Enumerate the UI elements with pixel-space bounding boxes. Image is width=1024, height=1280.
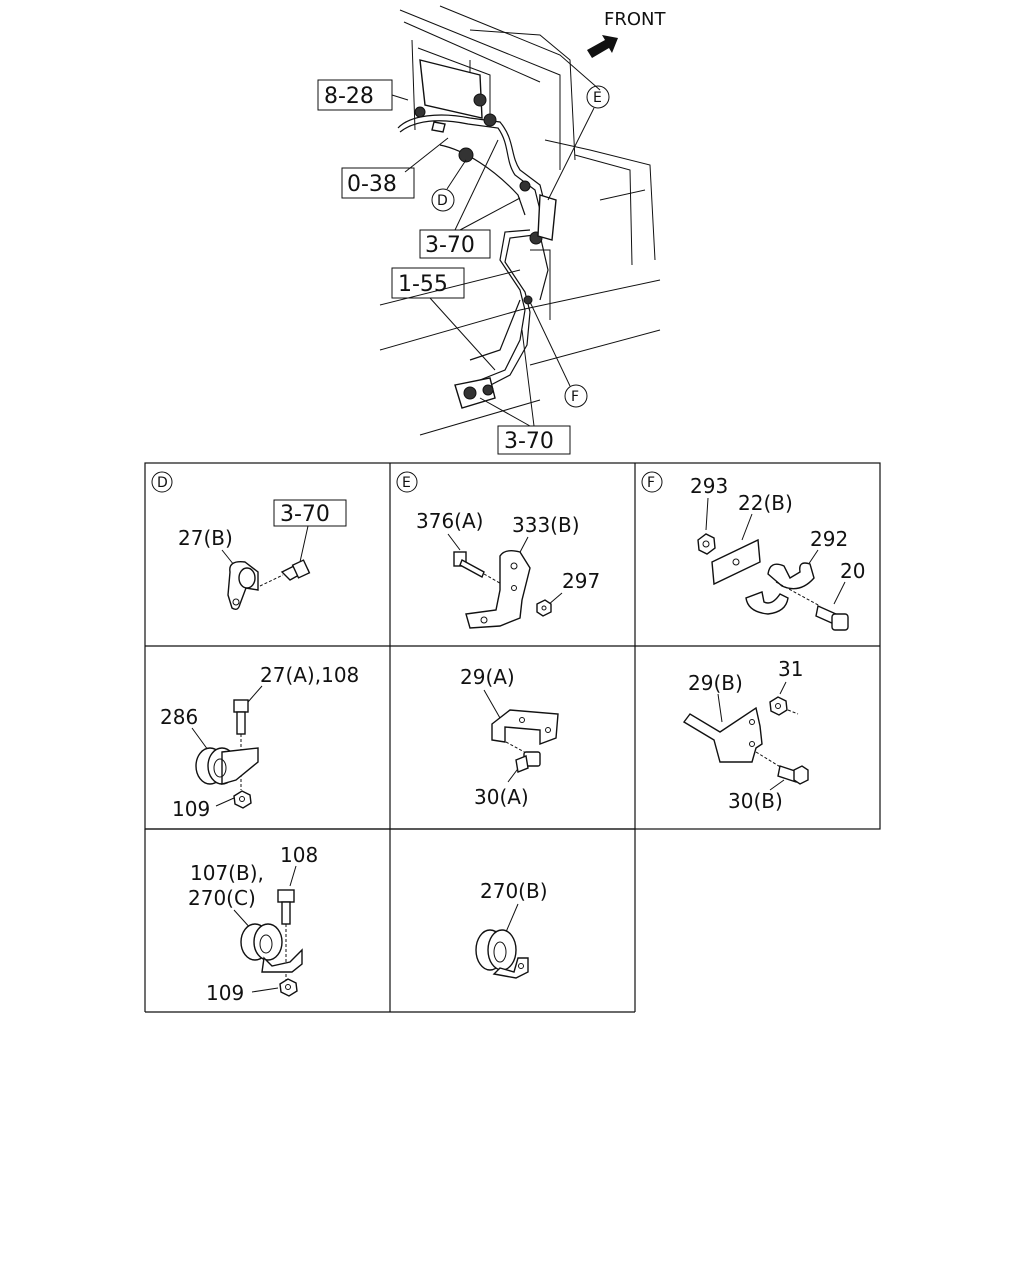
label-108: 108: [280, 843, 318, 867]
label-22b: 22(B): [738, 491, 793, 515]
detail-cell-r2c1: 27(A),108 286 109: [160, 663, 359, 821]
svg-text:3-70: 3-70: [280, 502, 330, 527]
label-30b: 30(B): [728, 789, 783, 813]
ref-box-3-70-lower[interactable]: 3-70: [497, 425, 571, 455]
detail-cell-r2c3: 29(B) 31 30(B): [682, 657, 809, 813]
detail-marker-f: F: [647, 475, 655, 491]
label-30a: 30(A): [474, 785, 529, 809]
label-27a-108: 27(A),108: [260, 663, 359, 687]
label-293: 293: [690, 474, 728, 498]
clip-27b-icon: [227, 561, 259, 611]
label-270c: 270(C): [188, 886, 256, 910]
detail-cell-r2c2: 29(A) 30(A): [460, 665, 559, 809]
callout-f[interactable]: F: [564, 384, 588, 408]
detail-cell-r3c2: 270(B): [475, 879, 548, 979]
nut-109-icon: [233, 790, 252, 809]
label-109-lower: 109: [206, 981, 244, 1005]
bracket-29b-icon: [682, 706, 763, 763]
callout-e[interactable]: E: [586, 85, 610, 109]
label-31: 31: [778, 657, 803, 681]
ref-box-3-70-detail[interactable]: [273, 499, 347, 527]
label-29b: 29(B): [688, 671, 743, 695]
label-20: 20: [840, 559, 865, 583]
bolt-30b-icon: [755, 751, 809, 785]
nut-293-icon: [697, 533, 716, 555]
bolt-376a-icon: [453, 551, 506, 587]
svg-text:E: E: [593, 90, 602, 106]
ref-box-1-55[interactable]: 1-55: [391, 267, 465, 299]
svg-text:F: F: [571, 389, 579, 405]
svg-text:0-38: 0-38: [347, 172, 397, 197]
bolt-20-icon: [815, 605, 849, 631]
detail-cell-r3c1: 107(B), 108 270(C) 109: [188, 843, 318, 1005]
nut-297-icon: [536, 599, 552, 617]
bracket-29a-icon: [491, 709, 559, 746]
detail-cell-e: E 376(A) 333(B) 297: [396, 471, 600, 629]
nut-109-lower-icon: [279, 978, 298, 997]
label-286: 286: [160, 705, 198, 729]
callout-d[interactable]: D: [431, 188, 455, 212]
ref-box-3-70-upper[interactable]: 3-70: [419, 229, 491, 259]
detail-marker-e: E: [402, 475, 411, 491]
detail-marker-d: D: [157, 475, 168, 491]
label-109: 109: [172, 797, 210, 821]
clamp-292-icon: [745, 562, 821, 615]
ref-box-0-38[interactable]: 0-38: [341, 167, 415, 199]
svg-text:1-55: 1-55: [398, 272, 448, 297]
svg-text:3-70: 3-70: [504, 429, 554, 454]
label-107b: 107(B),: [190, 861, 264, 885]
ref-box-8-28[interactable]: 8-28: [317, 79, 393, 111]
clip-286-icon: [195, 747, 259, 785]
label-270b: 270(B): [480, 879, 548, 903]
label-29a: 29(A): [460, 665, 515, 689]
front-direction-arrow-icon: [587, 35, 618, 58]
clip-270c-icon: [240, 923, 303, 973]
bolt-3-70-icon: [259, 559, 311, 587]
plate-22b-icon: [711, 538, 761, 586]
front-label: FRONT: [604, 9, 666, 30]
bracket-333b-icon: [465, 549, 531, 629]
detail-cell-d: D 3-70 27(B): [151, 471, 347, 611]
main-assembly-drawing: [379, 5, 661, 436]
label-333b: 333(B): [512, 513, 580, 537]
label-376a: 376(A): [416, 509, 483, 533]
label-292: 292: [810, 527, 848, 551]
clip-270b-icon: [475, 929, 529, 979]
svg-text:D: D: [437, 193, 448, 209]
nut-31-icon: [769, 696, 799, 716]
detail-grid: [144, 462, 881, 1013]
bolt-30a-icon: [505, 741, 541, 773]
label-297: 297: [562, 569, 600, 593]
svg-text:8-28: 8-28: [324, 84, 374, 109]
detail-cell-f: F 293 22(B) 292 20: [641, 471, 865, 631]
label-27b: 27(B): [178, 526, 233, 550]
svg-text:3-70: 3-70: [425, 233, 475, 258]
bolt-108-icon: [277, 889, 295, 980]
